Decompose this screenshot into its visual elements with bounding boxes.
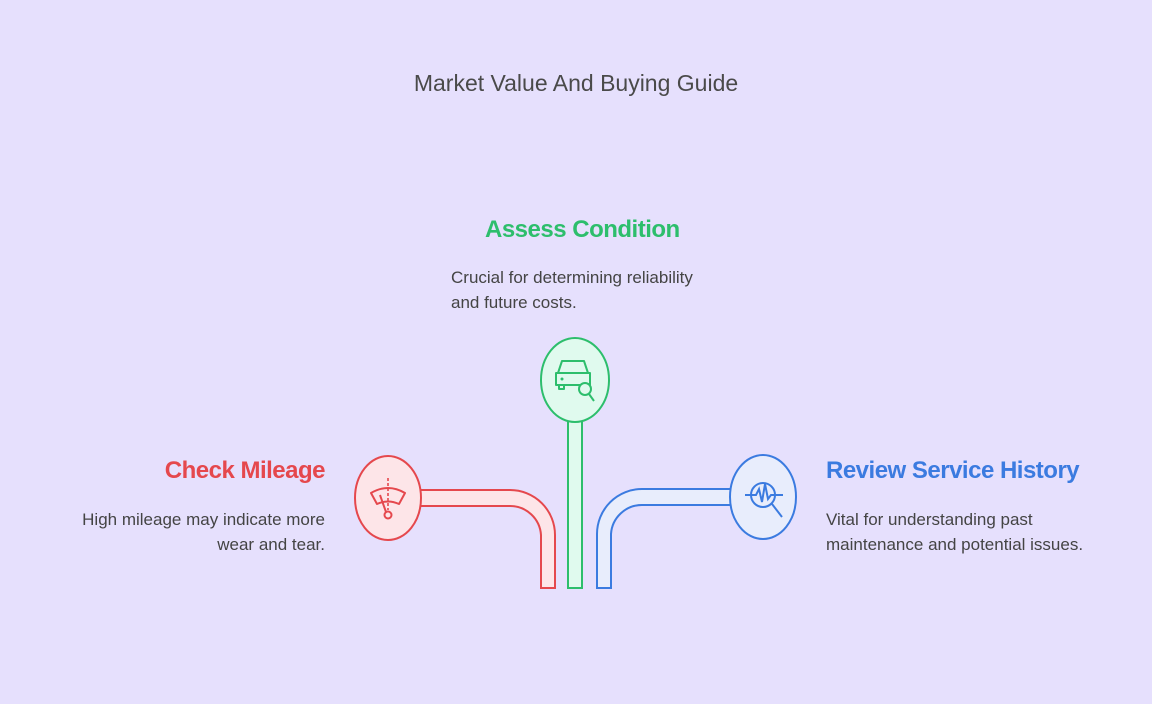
review-service-connector	[596, 488, 733, 589]
description-line: and future costs.	[451, 293, 577, 312]
assess-condition-description: Crucial for determining reliability and …	[451, 265, 751, 315]
description-line: Crucial for determining reliability	[451, 268, 693, 287]
check-mileage-description: High mileage may indicate more wear and …	[40, 507, 325, 557]
assess-condition-connector	[567, 420, 583, 589]
review-service-history-heading: Review Service History	[826, 457, 1080, 484]
review-service-history-description: Vital for understanding past maintenance…	[826, 507, 1126, 557]
car-search-icon	[540, 337, 610, 423]
assess-condition-heading: Assess Condition	[485, 216, 680, 243]
check-mileage-heading: Check Mileage	[164, 457, 326, 484]
description-line: maintenance and potential issues.	[826, 535, 1084, 554]
description-line: Vital for understanding past	[826, 510, 1033, 529]
description-line: High mileage may indicate more	[82, 510, 325, 529]
diagram-title: Market Value And Buying Guide	[413, 70, 739, 96]
diagnostic-search-icon	[729, 454, 797, 540]
check-mileage-connector	[417, 489, 556, 589]
windshield-wiper-icon	[354, 455, 422, 541]
description-line: wear and tear.	[217, 535, 325, 554]
